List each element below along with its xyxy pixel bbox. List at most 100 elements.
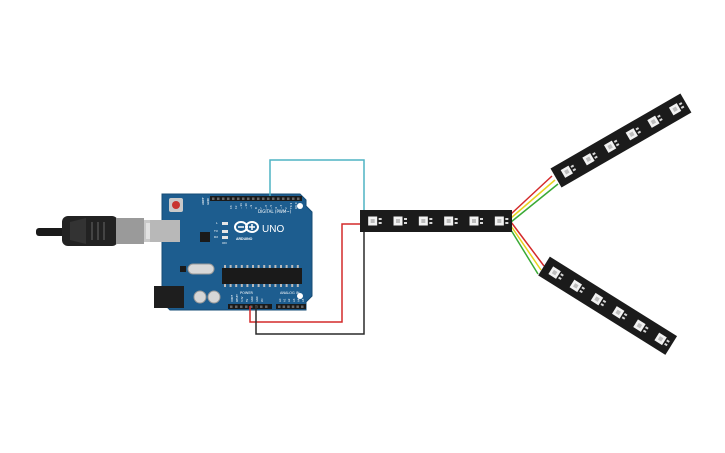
smd-pad <box>657 114 661 118</box>
header-pin-hole[interactable] <box>222 197 225 201</box>
header-pin-hole[interactable] <box>252 197 255 201</box>
digital-pins-label: DIGITAL (PWM~) <box>258 209 292 214</box>
on-led-label: ON <box>222 241 227 245</box>
header-pin-hole[interactable] <box>227 197 230 201</box>
chip-pin <box>229 265 232 268</box>
digital-header <box>210 196 302 201</box>
chip-pin <box>280 284 282 287</box>
analog-in-label: ANALOG IN <box>280 291 300 295</box>
smd-pad <box>404 222 407 224</box>
header-pin-hole[interactable] <box>250 305 253 309</box>
smd-pad <box>505 222 509 224</box>
header-pin-hole[interactable] <box>260 305 263 309</box>
power-pin-label: GND <box>251 296 254 302</box>
smd-pad <box>480 218 483 220</box>
chip-pin <box>291 265 294 268</box>
header-pin-hole[interactable] <box>212 197 215 201</box>
led-die <box>396 219 400 223</box>
header-pin-hole[interactable] <box>297 197 300 201</box>
chip-pin <box>257 284 260 287</box>
strip-pcb <box>360 210 512 232</box>
aref-label: AREF <box>201 197 205 205</box>
digital-pin-label: ~9 <box>249 205 253 209</box>
header-pin-hole[interactable] <box>247 197 250 201</box>
header-pin-hole[interactable] <box>296 305 299 309</box>
led-die <box>629 131 635 137</box>
smd-pad <box>635 127 640 131</box>
ground-wire[interactable] <box>255 230 365 335</box>
chip-pin <box>285 265 288 268</box>
top-strip-wire-yellow[interactable] <box>510 179 556 219</box>
bottom-strip-wire-red[interactable] <box>510 221 545 267</box>
chip-pin <box>224 284 226 287</box>
header-pin-hole[interactable] <box>277 197 280 201</box>
power-wire[interactable] <box>249 223 362 323</box>
smd-pad <box>404 218 407 220</box>
header-pin-hole[interactable] <box>230 305 233 309</box>
analog-pin-label: A1 <box>283 298 287 302</box>
chip-pin <box>296 265 299 268</box>
smd-pad <box>664 342 668 347</box>
chip-pin <box>240 284 243 287</box>
analog-pin-label: A5 <box>301 298 305 302</box>
header-pin-hole[interactable] <box>282 197 285 201</box>
digital-pin-label: RX 0 <box>294 202 298 209</box>
power-pin-label: Vin <box>261 298 264 302</box>
header-pin-hole[interactable] <box>242 197 245 201</box>
bottom-strip-wire-green[interactable] <box>510 229 539 275</box>
header-pin-hole[interactable] <box>292 197 295 201</box>
header-pin-hole[interactable] <box>267 197 270 201</box>
chip-pin <box>268 284 271 287</box>
chip-pin <box>296 284 299 287</box>
header-pin-hole[interactable] <box>272 197 275 201</box>
smd-pad <box>602 299 607 304</box>
header-pin-hole[interactable] <box>257 197 260 201</box>
bottom-strip-wire-yellow[interactable] <box>510 225 542 271</box>
digital-pin-label: 7 <box>259 207 263 209</box>
smd-pad <box>572 168 577 172</box>
header-pin-hole[interactable] <box>235 305 238 309</box>
led-die <box>497 219 502 223</box>
header-pin-hole[interactable] <box>278 305 281 309</box>
header-pin-hole[interactable] <box>232 197 235 201</box>
header-pin-hole[interactable] <box>237 197 240 201</box>
strip-pcb <box>538 256 678 355</box>
top-strip-wire-green[interactable] <box>510 183 559 223</box>
digital-pin-label: 8 <box>254 207 258 209</box>
chip-pin <box>268 265 271 268</box>
led-die <box>607 144 613 150</box>
header-pin-hole[interactable] <box>265 305 268 309</box>
analog-pin-label: A4 <box>296 298 300 302</box>
arduino-uno-board[interactable]: UNO ARDUINO DIGITAL (PWM~) AREF GND L TX… <box>150 193 313 311</box>
led-strip-main[interactable] <box>360 210 512 232</box>
smd-pad <box>454 218 458 220</box>
smd-pad <box>558 276 562 280</box>
header-pin-hole[interactable] <box>245 305 248 309</box>
header-pin-hole[interactable] <box>301 305 304 309</box>
chip-pin <box>229 284 232 287</box>
chip-pin <box>285 284 288 287</box>
smd-pad <box>570 164 575 168</box>
top-strip-wire-red[interactable] <box>510 175 553 215</box>
smd-pad <box>680 105 685 109</box>
chip-pin <box>240 265 243 268</box>
chip-pin <box>252 284 254 287</box>
led-strip-top[interactable] <box>550 93 692 188</box>
header-pin-hole[interactable] <box>287 305 290 309</box>
board-model-label: UNO <box>262 224 284 235</box>
led-die <box>573 283 579 289</box>
header-pin-hole[interactable] <box>262 197 265 201</box>
led-strip-bottom[interactable] <box>538 256 678 355</box>
header-pin-hole[interactable] <box>282 305 286 309</box>
header-pin-hole[interactable] <box>287 197 290 201</box>
smd-pad <box>429 222 433 224</box>
header-pin-hole[interactable] <box>240 305 243 309</box>
led-die <box>446 219 451 223</box>
power-pin-label: GND <box>256 296 259 302</box>
digital-pin-label: 2 <box>284 207 288 209</box>
header-pin-hole[interactable] <box>217 197 220 201</box>
smd-pad <box>637 130 642 134</box>
smd-pad <box>613 139 618 143</box>
data-wire[interactable] <box>269 159 365 214</box>
header-pin-hole[interactable] <box>291 305 295 309</box>
